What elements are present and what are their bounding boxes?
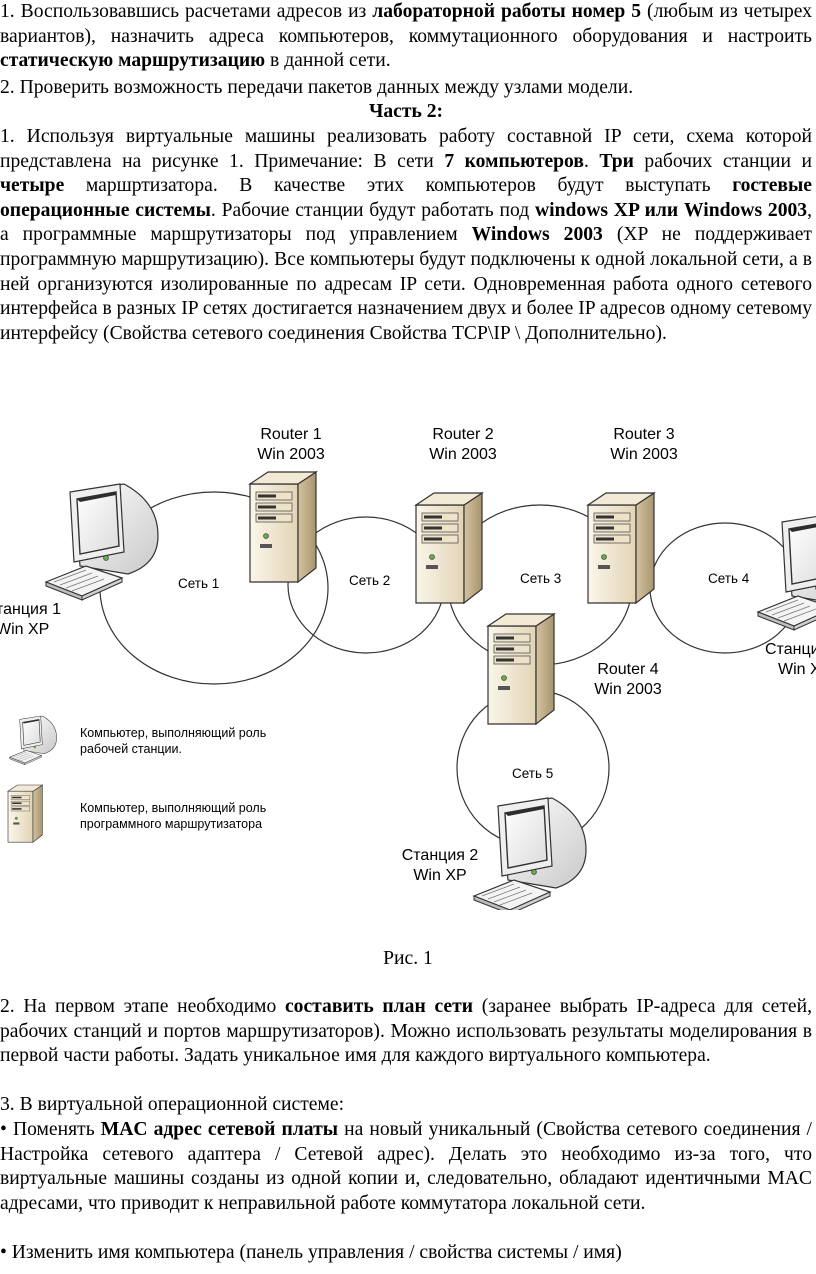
text-run: В виртуальной операционной системе: — [14, 1094, 345, 1115]
text-run: (любым из четырех вариантов), назначить … — [0, 1, 812, 47]
legend-workstation-icon — [9, 715, 57, 766]
network-2-label: Сеть 2 — [349, 573, 390, 588]
part2-item-1: 1. Используя виртуальные машины реализов… — [0, 125, 812, 346]
router-1-label-os: Win 2003 — [257, 446, 325, 463]
text-run: Воспользовавшись расчетами адресов из — [14, 1, 373, 22]
bullet-mark: • — [0, 1242, 7, 1263]
bullet-item-1: • Поменять MAC адрес сетевой платы на но… — [0, 1118, 812, 1216]
text-run: на новый уникальный (Свойства сетевого с… — [0, 1119, 812, 1214]
text-run: в данной сети. — [265, 50, 391, 72]
part2-item-2: 2. На первом этапе необходимо составить … — [0, 995, 812, 1069]
text-run: Поменять — [6, 1119, 101, 1140]
legend-router-icon — [7, 784, 43, 843]
network-1-label: Сеть 1 — [178, 576, 219, 591]
text-run: Изменить имя компьютера (панель управлен… — [6, 1242, 622, 1263]
router-2-icon — [415, 492, 483, 604]
station-1-label-os: Win XP — [0, 621, 49, 638]
station-2-icon — [473, 797, 587, 910]
text-run: рабочих станции и — [633, 150, 812, 172]
router-4-label-os: Win 2003 — [594, 681, 662, 698]
router-3-label-os: Win 2003 — [610, 446, 678, 463]
bold-run: Три — [599, 150, 634, 172]
router-2-label-os: Win 2003 — [429, 446, 497, 463]
legend-workstation-line1: Компьютер, выполняющий роль — [80, 726, 266, 740]
item-number: 3. — [0, 1094, 15, 1115]
text-run: (заранее выбрать IP-адреса для сетей, ра… — [0, 996, 813, 1067]
text-run: , а программные маршрутизаторы под управ… — [0, 199, 812, 246]
item-number: 1. — [0, 1, 15, 22]
part1-item-1: 1. Воспользовавшись расчетами адресов из… — [0, 0, 812, 74]
figure-caption: Рис. 1 — [383, 948, 433, 969]
bold-run: статическую маршрутизацию — [0, 50, 266, 72]
text-run: . Рабочие станции будут работать под — [210, 199, 536, 221]
router-4-icon — [487, 613, 555, 725]
station-3-label-os: Win X — [778, 661, 816, 678]
item-number: 1. — [0, 126, 15, 147]
station-3-icon — [757, 513, 816, 631]
legend-workstation-line2: рабочей станции. — [80, 742, 182, 756]
item-number: 2. — [0, 996, 15, 1017]
station-3-label-name: Станци — [765, 641, 816, 658]
text-run: маршртизатора. В качестве этих компьютер… — [64, 175, 733, 197]
station-2-label-os: Win XP — [413, 867, 466, 884]
legend-router-line2: программного маршрутизатора — [80, 817, 262, 831]
router-1-label-name: Router 1 — [260, 426, 321, 443]
bold-run: гостевые операционные системы — [0, 175, 812, 221]
router-4-label-name: Router 4 — [597, 661, 658, 678]
bullet-item-2: • Изменить имя компьютера (панель управл… — [0, 1241, 812, 1266]
text-run: Используя виртуальные машины реализовать… — [0, 126, 812, 172]
router-3-label-name: Router 3 — [613, 426, 674, 443]
text-run: (XP не поддерживает программную маршрути… — [0, 224, 812, 344]
router-3-icon — [587, 492, 655, 604]
text-run: На первом этапе необходимо — [14, 996, 285, 1017]
part2-heading: Часть 2: — [0, 100, 812, 125]
station-1-icon — [45, 483, 159, 601]
bold-run: 7 компьютеров — [444, 150, 584, 172]
bold-run: windows XP или Windows 2003 — [535, 199, 808, 221]
router-2-label-name: Router 2 — [432, 426, 493, 443]
router-1-icon — [249, 471, 317, 583]
station-2-label-name: Станция 2 — [402, 847, 479, 864]
bold-run: Windows 2003 — [471, 224, 603, 246]
bold-run: лабораторной работы номер 5 — [372, 1, 642, 22]
network-diagram: Сеть 1 Сеть 2 Сеть 3 Сеть 4 Сеть 5 Route… — [0, 426, 816, 910]
network-4-label: Сеть 4 — [708, 571, 750, 586]
network-3-label: Сеть 3 — [520, 571, 561, 586]
part2-item-3: 3. В виртуальной операционной системе: — [0, 1093, 812, 1118]
text-run: Проверить возможность передачи пакетов д… — [14, 77, 634, 98]
bullet-mark: • — [0, 1119, 7, 1140]
legend-router-line1: Компьютер, выполняющий роль — [80, 801, 266, 815]
bold-run: MAC адрес сетевой платы — [100, 1119, 338, 1140]
station-1-label-name: танция 1 — [0, 601, 61, 618]
network-5-label: Сеть 5 — [512, 766, 553, 781]
text-run: . — [583, 150, 600, 172]
item-number: 2. — [0, 77, 15, 98]
bold-run: четыре — [0, 175, 65, 197]
bold-run: составить план сети — [284, 996, 474, 1017]
part1-item-2: 2. Проверить возможность передачи пакето… — [0, 76, 812, 101]
network-4-circle — [649, 522, 801, 654]
heading-text: Часть 2: — [368, 101, 444, 122]
